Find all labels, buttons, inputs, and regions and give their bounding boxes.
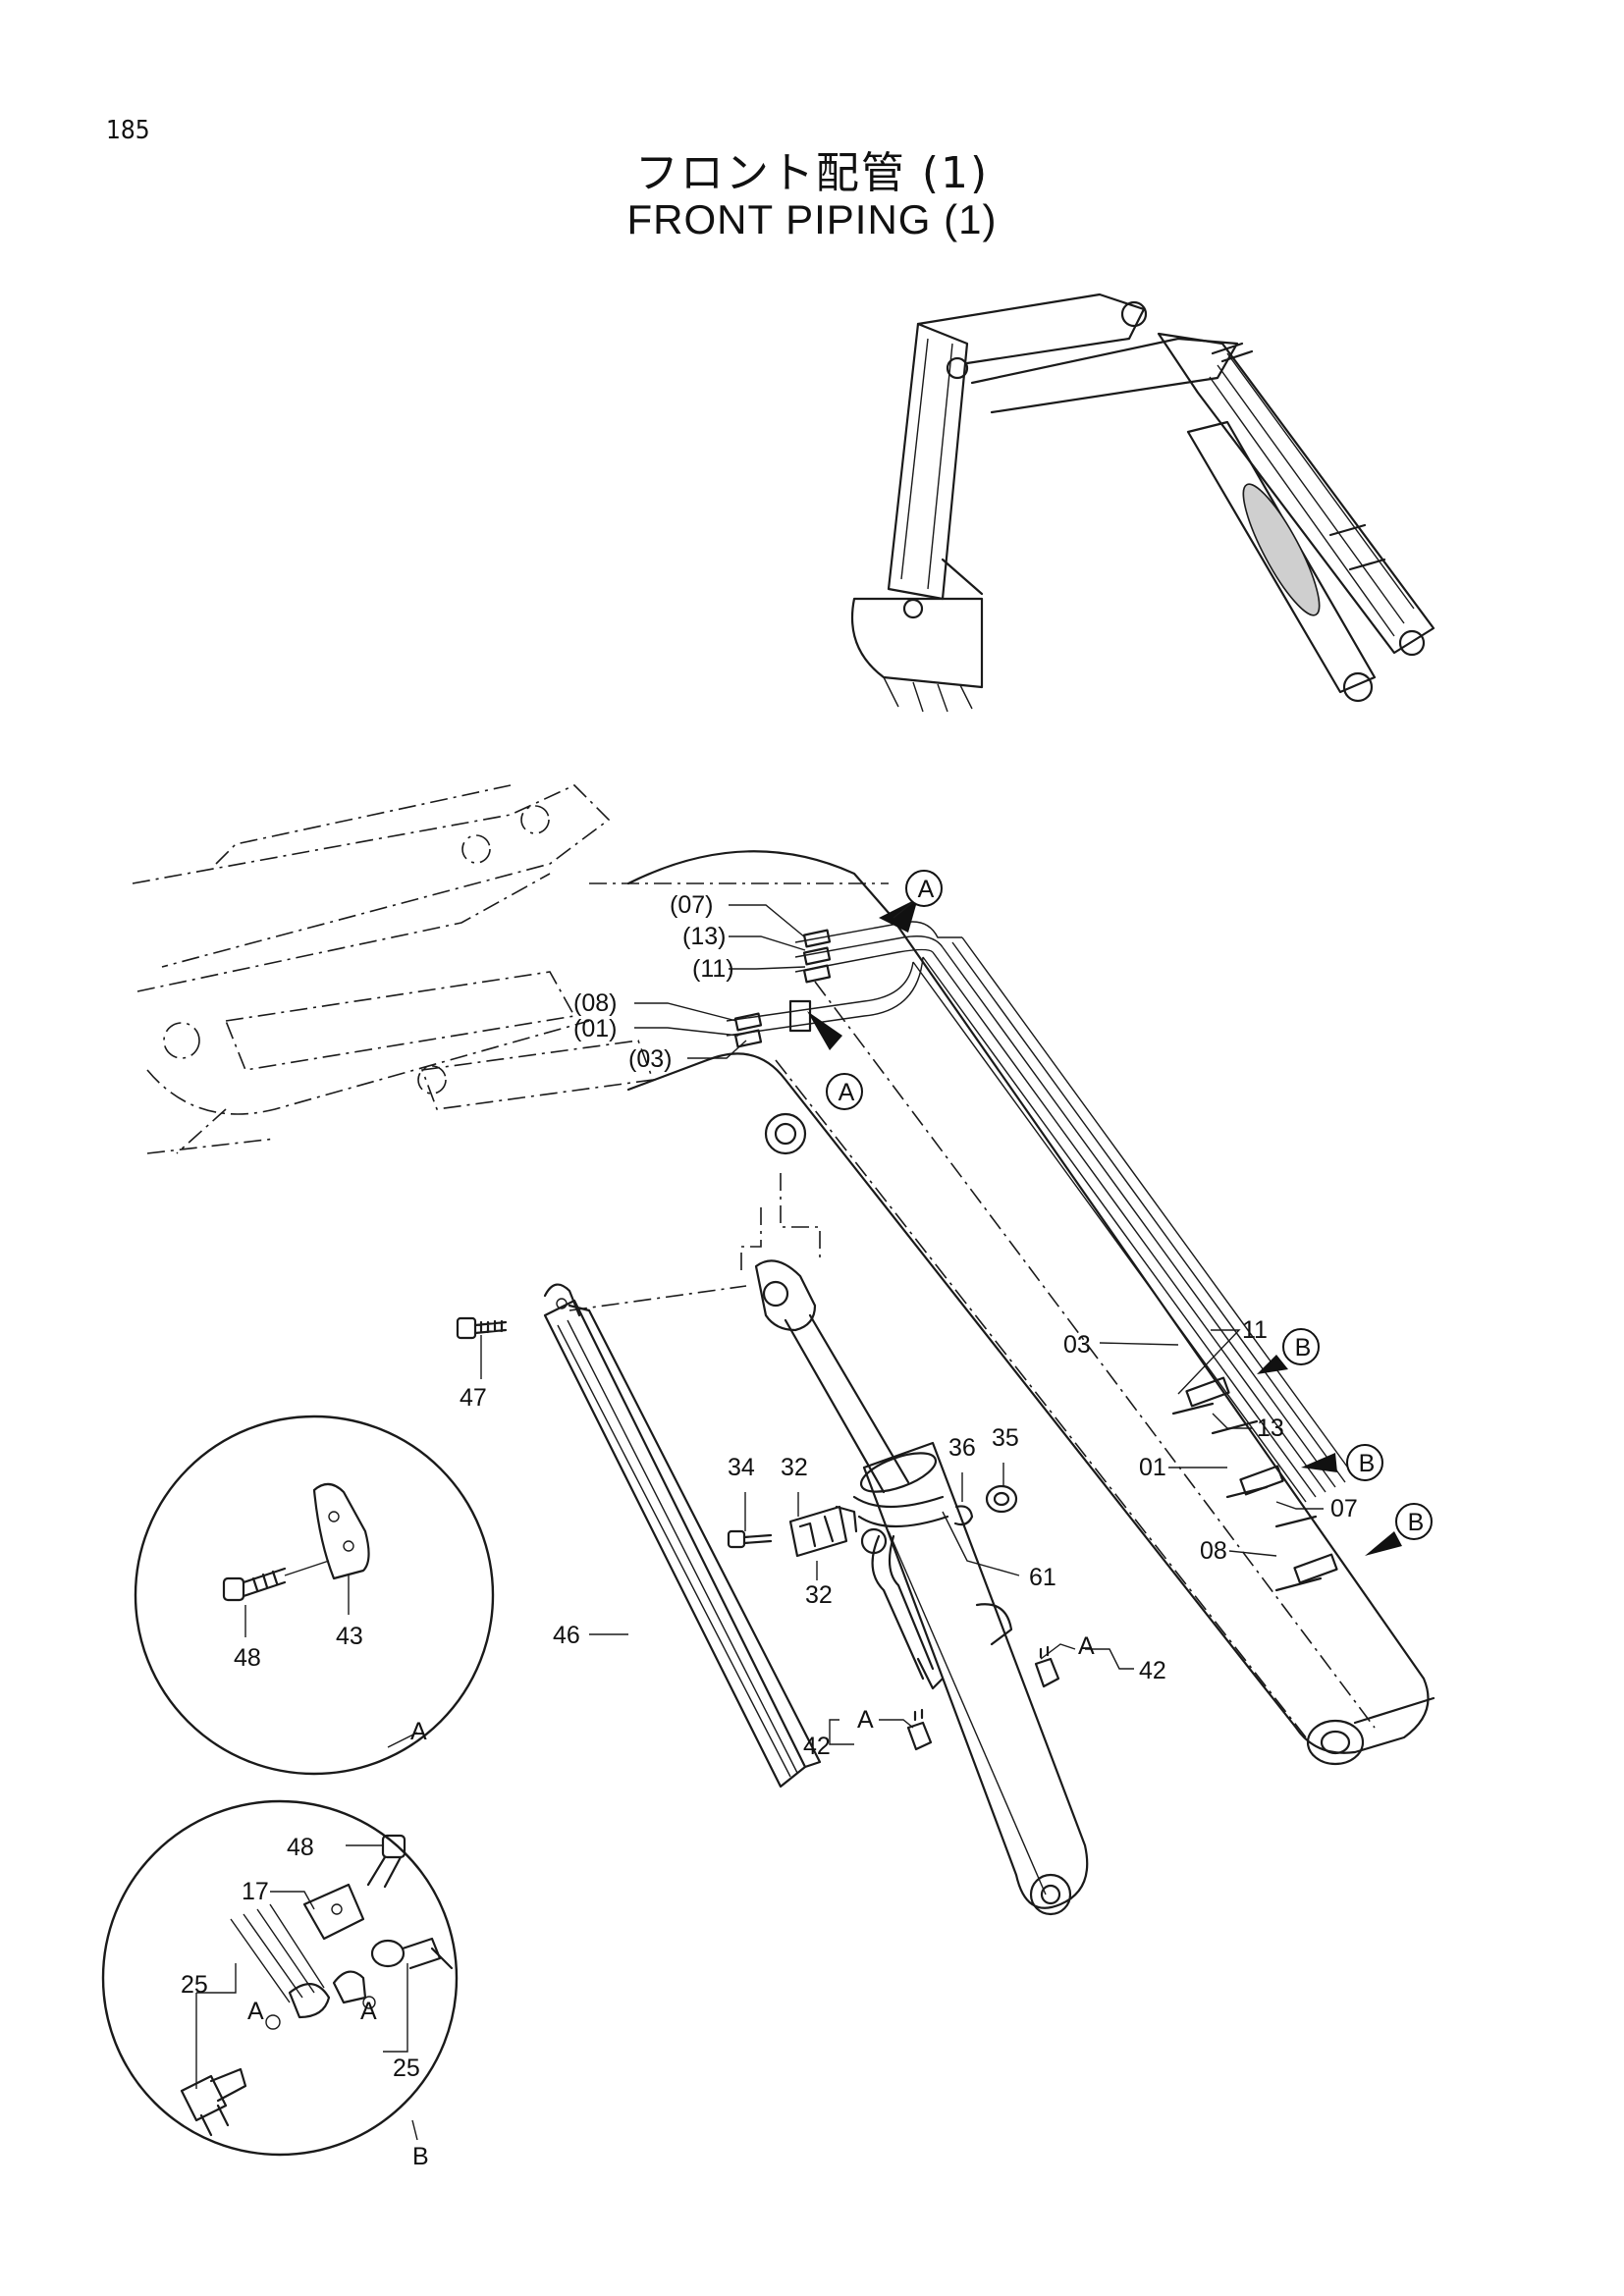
detail-b-circle	[101, 1799, 459, 2157]
part-label-13-paren: (13)	[682, 923, 726, 950]
labels: A A B B B (07) (13) (11) (08) (01) (03) …	[181, 876, 1424, 2170]
part-label-32-top: 32	[781, 1454, 808, 1481]
part-label-01-paren: (01)	[573, 1015, 617, 1042]
part-label-35: 35	[992, 1424, 1019, 1452]
detail-a-circle	[134, 1415, 495, 1776]
callout-a-bottom: A	[839, 1079, 855, 1106]
detail-b-label-b: B	[412, 2143, 429, 2170]
callout-b-2: B	[1359, 1450, 1376, 1477]
detail-b-label-17: 17	[242, 1878, 269, 1905]
part-label-36: 36	[948, 1434, 976, 1462]
title-english: FRONT PIPING (1)	[626, 196, 998, 242]
callout-b-1: B	[1295, 1334, 1312, 1362]
part-label-13: 13	[1257, 1415, 1284, 1442]
bolt-47-drawing	[456, 1316, 508, 1340]
boom-cylinder-drawing	[754, 1259, 1089, 1916]
part-label-08-paren: (08)	[573, 989, 617, 1017]
part-label-42-right: 42	[1139, 1657, 1166, 1684]
page-number: 185	[106, 116, 150, 145]
detail-b-label-25-left: 25	[181, 1971, 208, 1999]
part-label-03-paren: (03)	[628, 1045, 672, 1073]
clamp-parts-drawing	[727, 1484, 1018, 1558]
callout-b-3: B	[1408, 1509, 1425, 1536]
detail-a-label-43: 43	[336, 1623, 363, 1650]
part-label-32-bottom: 32	[805, 1581, 833, 1609]
part-label-07: 07	[1330, 1495, 1358, 1522]
part-label-11: 11	[1242, 1316, 1268, 1344]
callout-a-top: A	[918, 876, 935, 903]
part-label-47: 47	[460, 1384, 487, 1412]
part-label-34: 34	[728, 1454, 755, 1481]
part-label-07-paren: (07)	[670, 891, 713, 919]
detail-a-label-48: 48	[234, 1644, 261, 1672]
detail-b-label-48: 48	[287, 1834, 314, 1861]
overview-excavator-drawing	[850, 293, 1435, 713]
part-label-a-left: A	[857, 1706, 874, 1734]
part-label-a-right: A	[1078, 1632, 1095, 1660]
cover-plate-46-drawing	[543, 1283, 822, 1789]
detail-a-label-a: A	[410, 1718, 427, 1745]
part-label-01: 01	[1139, 1454, 1166, 1481]
detail-b-label-25-right: 25	[393, 2055, 420, 2082]
main-boom-drawing	[132, 784, 1435, 1766]
title-japanese: フロント配管 (1)	[634, 148, 990, 198]
part-label-03: 03	[1063, 1331, 1091, 1359]
part-label-11-paren: (11)	[692, 955, 734, 983]
part-label-42-left: 42	[803, 1733, 831, 1760]
callout-markers	[807, 870, 1433, 1556]
part-label-46: 46	[553, 1622, 580, 1649]
leader-lines	[195, 904, 1324, 2141]
part-label-08: 08	[1200, 1537, 1227, 1565]
detail-b-label-a-right: A	[360, 1998, 377, 2025]
part-label-61: 61	[1029, 1564, 1056, 1591]
detail-b-label-a-left: A	[247, 1998, 264, 2025]
